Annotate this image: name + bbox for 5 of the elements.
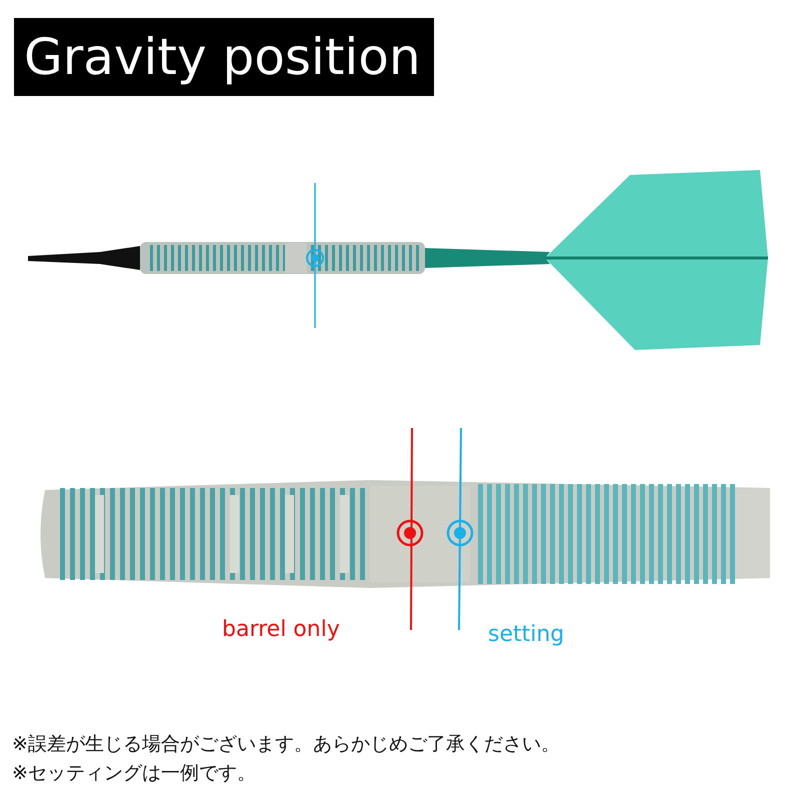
title: Gravity position xyxy=(14,18,434,96)
position-label: barrel only xyxy=(222,617,340,642)
note: ※誤差が生じる場合がございます。あらかじめご了承ください。 xyxy=(12,732,560,757)
position-label: setting xyxy=(488,622,564,647)
note: ※セッティングは一例です。 xyxy=(12,761,256,786)
